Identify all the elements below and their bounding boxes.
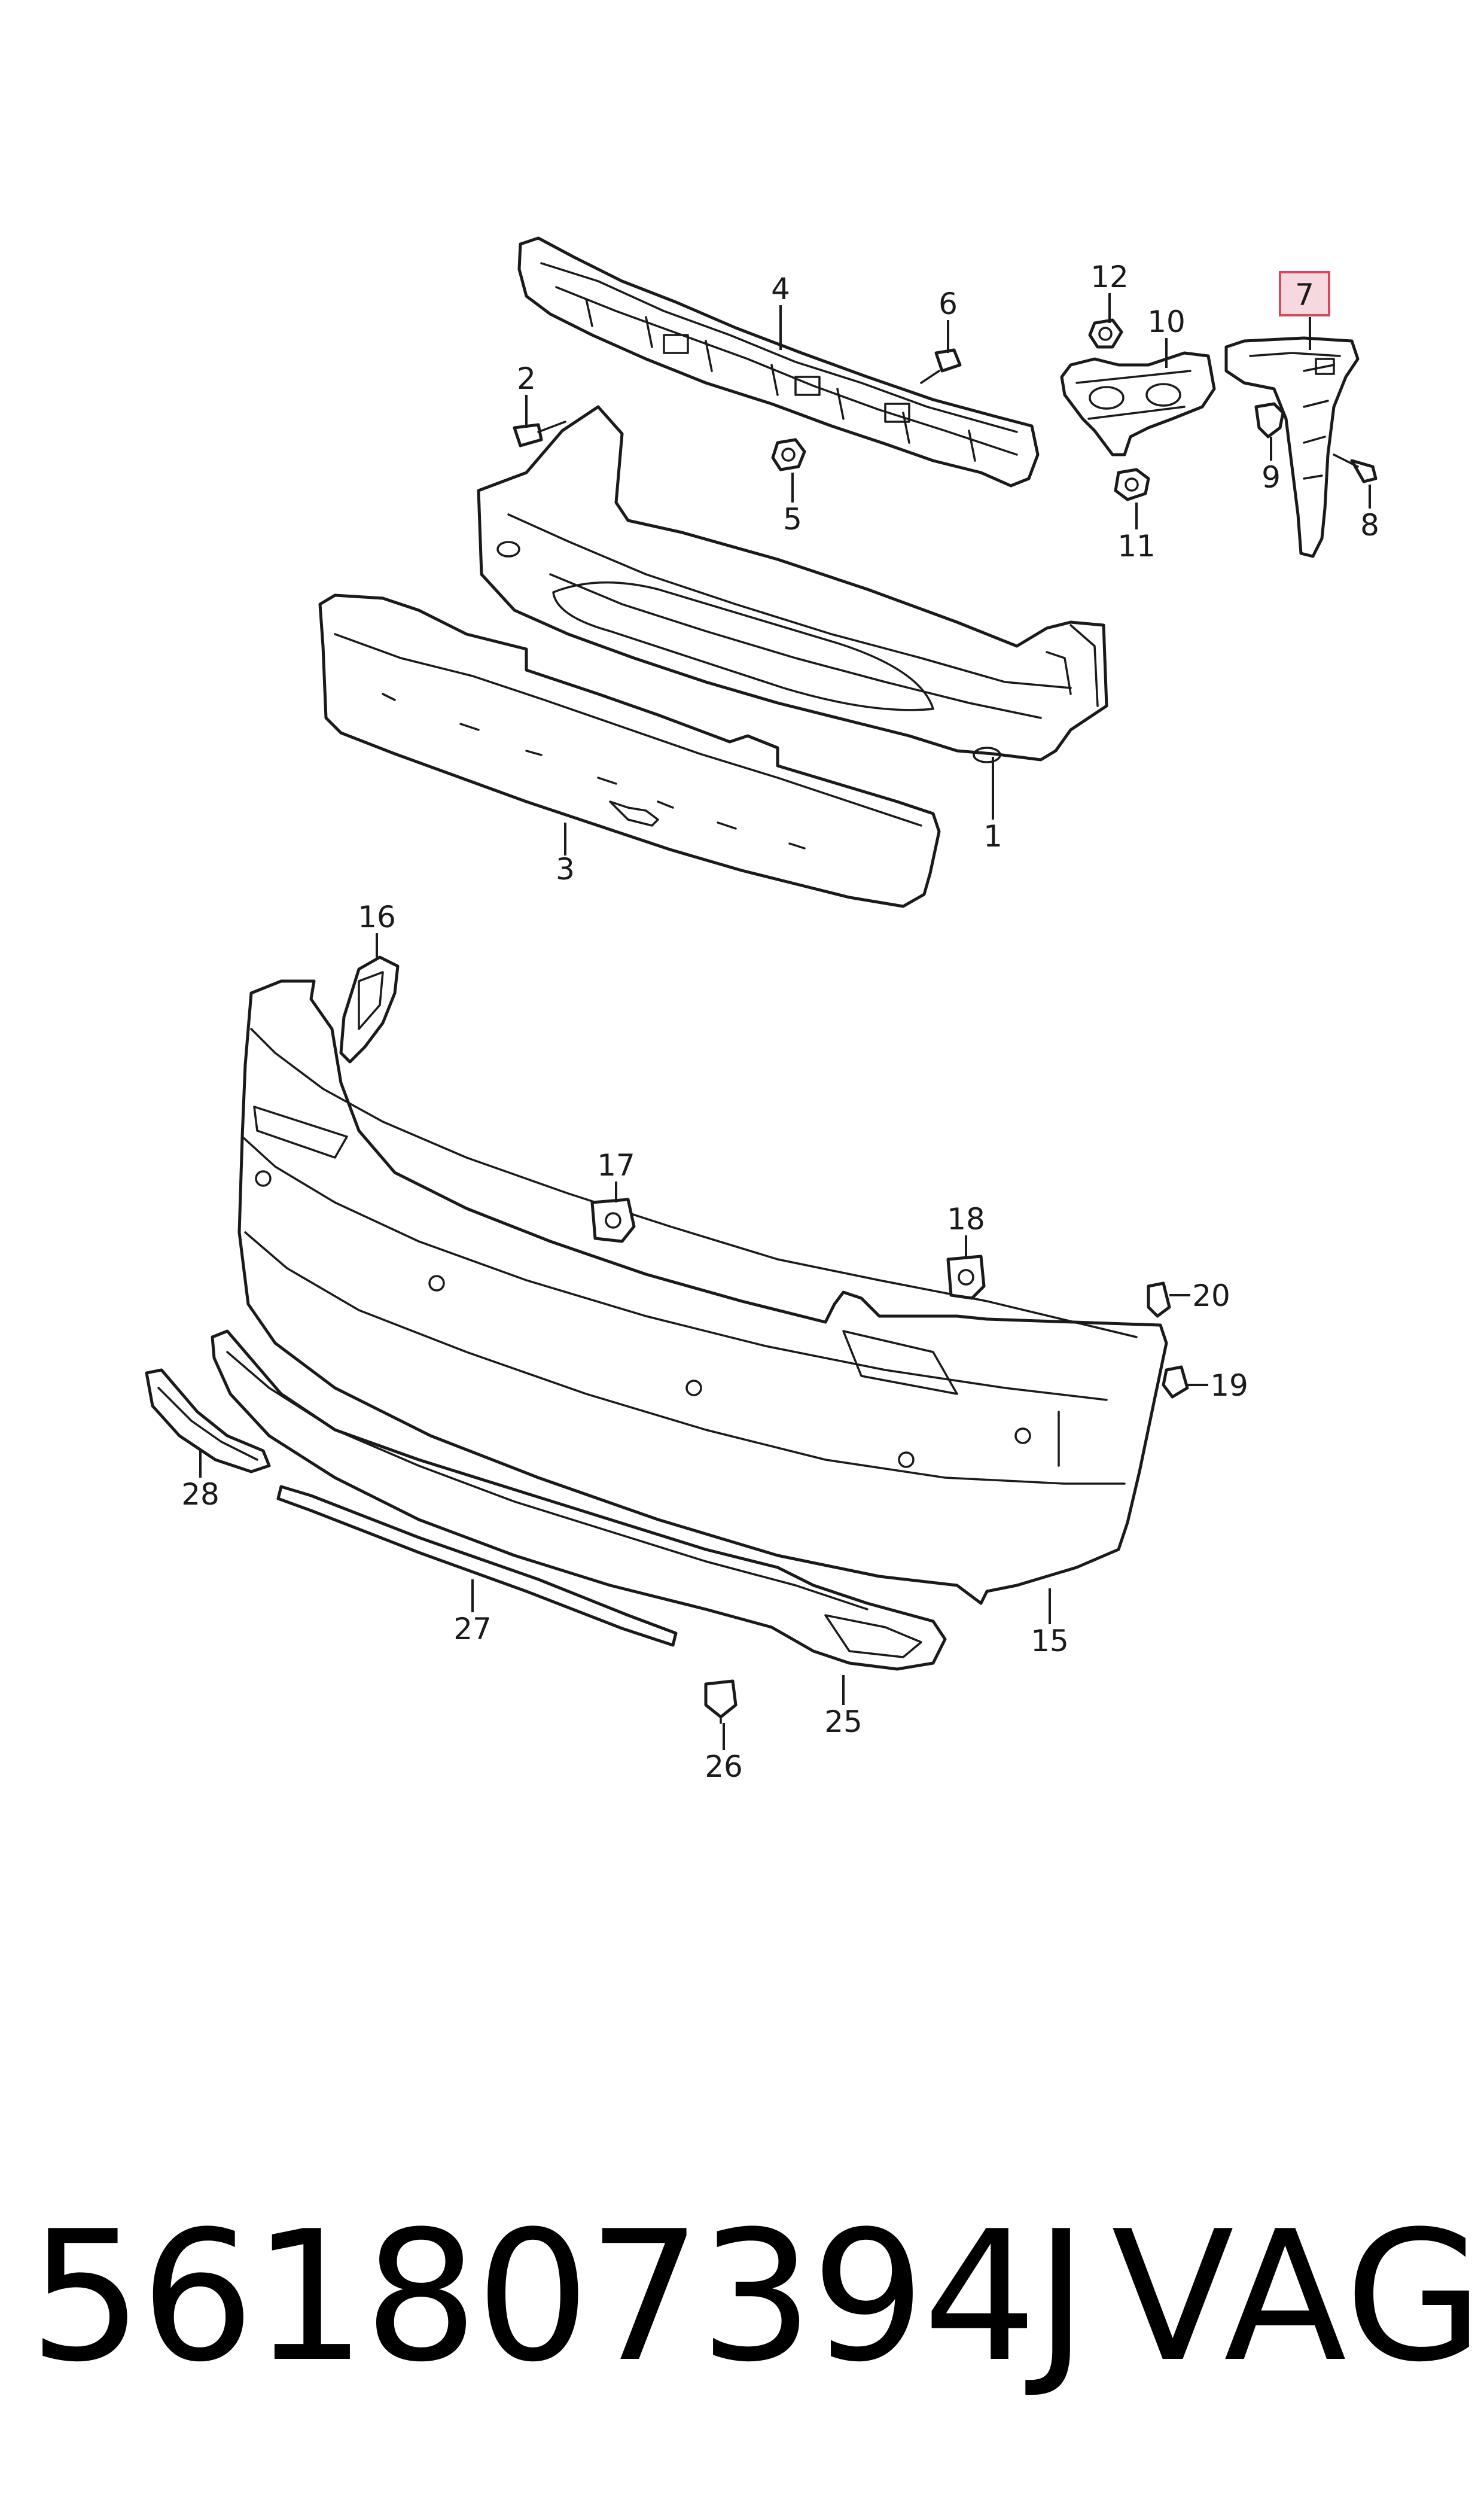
part-20-clip [1147, 1281, 1171, 1318]
part-16-cover [339, 955, 400, 1064]
part-3-foam-absorber [318, 593, 941, 908]
part-19-screw [1162, 1365, 1189, 1399]
callout-20: 20 [1192, 1278, 1230, 1313]
callout-26: 26 [705, 1749, 743, 1784]
callout-17: 17 [597, 1148, 635, 1183]
callout-5: 5 [783, 502, 802, 537]
part-27-trim-strip [276, 1485, 678, 1647]
part-8-screw [1333, 453, 1378, 483]
part-7-guide-bracket [1224, 336, 1360, 558]
leader-lines [199, 293, 1371, 1750]
callout-3: 3 [556, 852, 575, 887]
callout-8: 8 [1360, 508, 1379, 543]
part-5-nut [771, 438, 806, 471]
part-10-side-bracket [1060, 351, 1216, 456]
part-17-clip [590, 1198, 636, 1243]
callout-19: 19 [1210, 1368, 1248, 1403]
callout-6: 6 [938, 287, 958, 321]
part-number: 561807394J [29, 2193, 1087, 2401]
part-11-nut [1114, 468, 1150, 501]
part-1-bumper-carrier [477, 405, 1108, 763]
callout-4: 4 [771, 272, 790, 306]
callout-15: 15 [1031, 1624, 1069, 1658]
part-6-screw [920, 348, 962, 384]
callout-18: 18 [947, 1202, 985, 1237]
callout-2: 2 [517, 361, 536, 396]
callout-7: 7 [1295, 278, 1314, 312]
brand-label: VAG [1111, 2193, 1484, 2401]
part-28-reflector-trim [145, 1368, 271, 1473]
part-18-clip [946, 1255, 986, 1300]
callout-27: 27 [453, 1612, 492, 1646]
callout-12: 12 [1090, 260, 1129, 294]
part-25-diffuser [211, 1329, 947, 1671]
part-15-bumper-cover [237, 979, 1168, 1605]
callout-10: 10 [1147, 305, 1186, 339]
callout-28: 28 [181, 1477, 220, 1512]
part-12-nut [1088, 318, 1123, 349]
callout-1: 1 [983, 819, 1002, 854]
callout-25: 25 [824, 1704, 863, 1739]
callout-9: 9 [1261, 460, 1281, 495]
callout-labels: 1 2 3 4 5 6 7 8 9 10 11 12 15 16 17 18 1… [181, 260, 1379, 1784]
part-9-clip [1254, 402, 1285, 439]
highlight-box-7 [1279, 271, 1330, 316]
part-2-screw [513, 421, 566, 447]
part-4-absorber-bracket [517, 236, 1040, 488]
callout-11: 11 [1117, 529, 1156, 564]
part-26-clip [704, 1679, 738, 1724]
callout-16: 16 [358, 900, 396, 934]
